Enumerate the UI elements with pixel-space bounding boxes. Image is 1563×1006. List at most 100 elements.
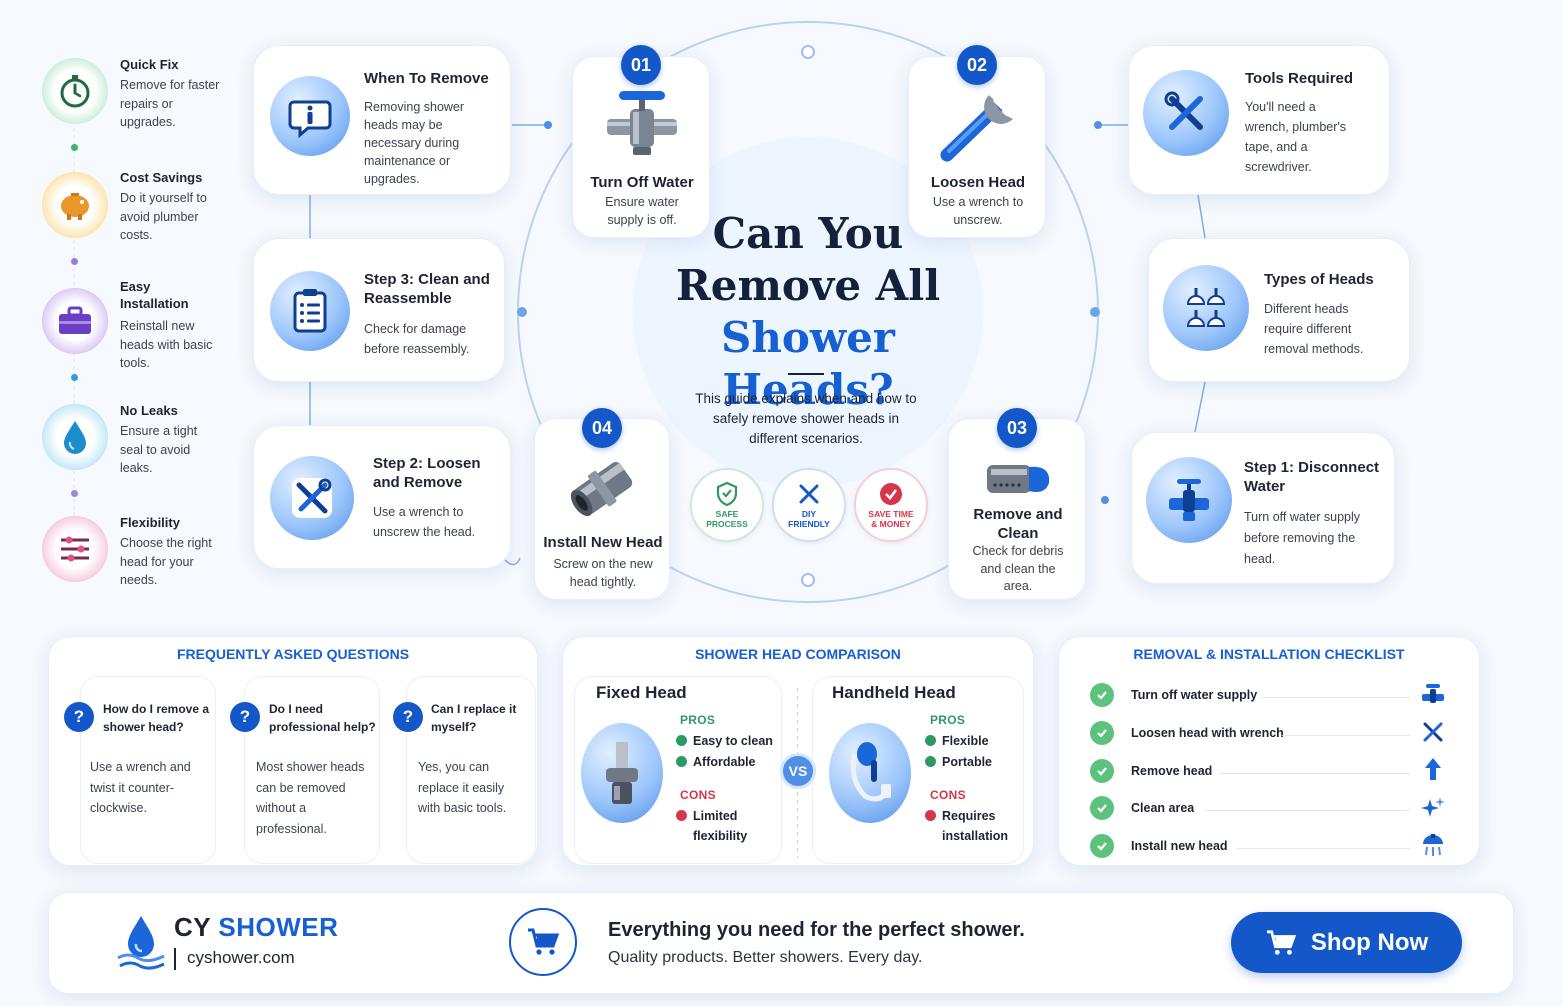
- tools-icon: [799, 484, 819, 504]
- website-link[interactable]: cyshower.com: [187, 948, 295, 967]
- title-line-1: Can You: [712, 209, 904, 258]
- feature-body: Reinstall new heads with basic tools.: [120, 319, 213, 370]
- card-when-to-remove: When To Remove Removing shower heads may…: [253, 45, 511, 195]
- shield-check-icon: [716, 481, 738, 507]
- wrench-icon: [933, 85, 1023, 165]
- step-number-03: 03: [997, 408, 1037, 448]
- checklist-section: [1058, 636, 1480, 866]
- shop-now-button[interactable]: Shop Now: [1231, 912, 1462, 973]
- step-body: Check for debris and clean the area.: [972, 544, 1064, 593]
- water-drop-icon: [42, 404, 108, 470]
- card-tools-required: Tools Required You'll need a wrench, plu…: [1128, 45, 1390, 195]
- step-number-04: 04: [582, 408, 622, 448]
- divider: [1205, 810, 1410, 811]
- card-step-3: Step 3: Clean and Reassemble Check for d…: [253, 238, 505, 382]
- checklist-item: Remove head: [1131, 764, 1213, 778]
- feature-body: Choose the right head for your needs.: [120, 536, 212, 587]
- faq-answer: Use a wrench and twist it counter-clockw…: [90, 760, 191, 815]
- feature-title: Cost Savings: [120, 170, 203, 185]
- check-icon: [1090, 683, 1114, 707]
- pros-label: PROS: [930, 713, 966, 727]
- cons-label: CONS: [680, 788, 716, 802]
- tools-icon: [1143, 70, 1229, 156]
- checklist-title: REMOVAL & INSTALLATION CHECKLIST: [1133, 646, 1405, 662]
- faq-answer: Most shower heads can be removed without…: [256, 760, 365, 836]
- cart-icon: [1266, 929, 1296, 955]
- step-card-01: Turn Off Water Ensure water supply is of…: [572, 56, 710, 238]
- check-icon: [1090, 759, 1114, 783]
- step-title: Install New Head: [543, 534, 663, 551]
- feature-title: Easy Installation: [120, 279, 189, 311]
- checklist-item: Install new head: [1131, 839, 1228, 853]
- card-title: Step 3: Clean and Reassemble: [364, 271, 490, 307]
- faq-item-3: [406, 676, 536, 864]
- card-title: Types of Heads: [1264, 271, 1374, 288]
- card-body: Different heads require different remova…: [1264, 302, 1364, 356]
- fixed-shower-icon: [581, 723, 663, 823]
- pipe-fitting-icon: [567, 455, 639, 521]
- step-title: Remove and Clean: [973, 506, 1063, 542]
- checklist-item: Turn off water supply: [1131, 688, 1258, 702]
- brand-cy: CY: [174, 912, 211, 942]
- card-body: Removing shower heads may be necessary d…: [364, 100, 465, 186]
- question-icon: ?: [393, 702, 423, 732]
- step-title: Turn Off Water: [590, 174, 694, 191]
- badge-label: SAFE PROCESS: [706, 509, 748, 529]
- handheld-head-name: Handheld Head: [832, 683, 956, 702]
- faq-title: FREQUENTLY ASKED QUESTIONS: [176, 646, 410, 662]
- step-body: Use a wrench to unscrew.: [932, 195, 1024, 227]
- stopwatch-icon: [42, 58, 108, 124]
- card-step-1: Step 1: Disconnect Water Turn off water …: [1131, 432, 1395, 584]
- cons-label: CONS: [930, 788, 966, 802]
- vs-badge: VS: [780, 753, 816, 789]
- badge-safe-process: SAFE PROCESS: [690, 468, 764, 542]
- brand-logo-icon: [116, 914, 166, 975]
- feature-body: Remove for faster repairs or upgrades.: [120, 78, 220, 129]
- step-body: Ensure water supply is off.: [605, 195, 679, 227]
- check-icon: [1090, 834, 1114, 858]
- card-title: When To Remove: [364, 70, 489, 87]
- card-body: Turn off water supply before removing th…: [1244, 510, 1361, 566]
- footer-banner: [48, 892, 1514, 994]
- step-card-02: Loosen Head Use a wrench to unscrew.: [908, 56, 1046, 238]
- toolbox-icon: [42, 288, 108, 354]
- feature-title: Flexibility: [120, 515, 180, 530]
- footer-subtagline: Quality products. Better showers. Every …: [608, 949, 923, 966]
- check-icon: [1090, 721, 1114, 745]
- cart-icon: [509, 908, 577, 976]
- faq-item-2: [244, 676, 380, 864]
- sparkle-icon: [1420, 795, 1446, 826]
- question-icon: ?: [230, 702, 260, 732]
- shower-head-icon: [983, 457, 1055, 501]
- card-step-2: Step 2: Loosen and Remove Use a wrench t…: [253, 425, 511, 569]
- brand-shower: SHOWER: [218, 912, 339, 942]
- page-title: Can You Remove All Shower Heads?: [640, 208, 976, 416]
- faq-question: Can I replace it myself?: [431, 702, 517, 734]
- wrench-screwdriver-icon: [270, 456, 354, 540]
- fixed-head-name: Fixed Head: [596, 683, 687, 702]
- feature-body: Ensure a tight seal to avoid leaks.: [120, 424, 198, 475]
- rail-dot: [71, 490, 78, 497]
- step-number-01: 01: [621, 45, 661, 85]
- step-card-04: Install New Head Screw on the new head t…: [534, 418, 670, 600]
- water-valve-icon: [1146, 457, 1232, 543]
- feature-title: Quick Fix: [120, 57, 179, 72]
- badge-diy-friendly: DIY FRIENDLY: [772, 468, 846, 542]
- clipboard-icon: [270, 271, 350, 351]
- feature-body: Do it yourself to avoid plumber costs.: [120, 191, 207, 242]
- check-icon: [676, 756, 687, 767]
- tools-icon: [1421, 720, 1445, 749]
- brand-divider: [174, 948, 176, 970]
- shower-icon: [1420, 832, 1446, 863]
- pro-item: Affordable: [676, 752, 756, 772]
- faq-question: Do I need professional help?: [269, 702, 376, 734]
- checklist-item: Clean area: [1131, 801, 1195, 815]
- step-body: Screw on the new head tightly.: [553, 557, 653, 589]
- divider: [1220, 773, 1410, 774]
- checklist-item: Loosen head with wrench: [1131, 726, 1284, 740]
- brand-name: CY SHOWER: [174, 912, 338, 943]
- valve-icon: [1420, 682, 1446, 711]
- card-title: Tools Required: [1245, 70, 1354, 87]
- badge-label: SAVE TIME & MONEY: [868, 509, 914, 529]
- sliders-icon: [42, 516, 108, 582]
